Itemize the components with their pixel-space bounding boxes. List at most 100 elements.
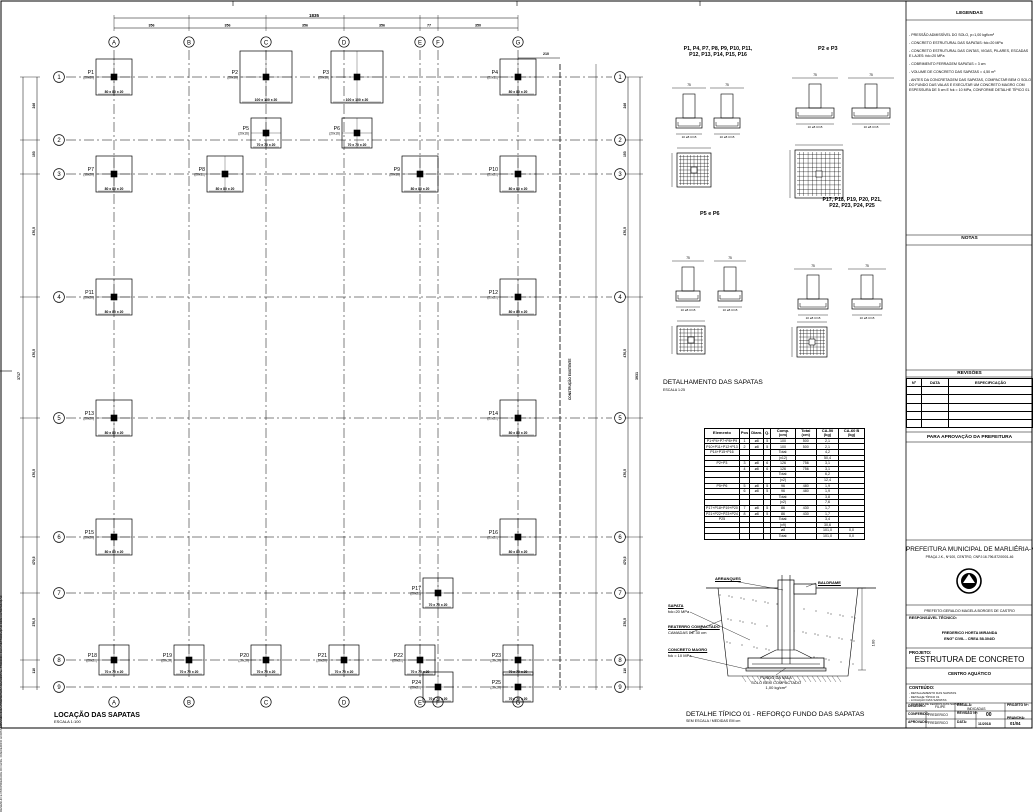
section-depth-dim: 100 bbox=[870, 639, 876, 647]
table-cell: 100 bbox=[770, 443, 796, 450]
table-cell bbox=[763, 499, 772, 506]
detail-group3-title: P5 e P6 bbox=[700, 211, 720, 217]
footing-p1: P1(20x60)80 x 80 x 20 bbox=[83, 58, 133, 96]
grid-bubble-top bbox=[512, 36, 524, 48]
backfill-dot bbox=[727, 618, 729, 620]
steel-header-cell: Diam. bbox=[749, 428, 765, 439]
soil-hatch bbox=[836, 675, 842, 683]
footing-dims: 70 x 70 x 20 bbox=[335, 670, 354, 674]
backfill-dot bbox=[752, 599, 754, 601]
table-cell: (x12) bbox=[770, 454, 796, 462]
grid-bubble-left bbox=[53, 587, 65, 599]
footing-p7: P7(16x20)80 x 80 x 20 bbox=[83, 155, 133, 193]
soil-hatch bbox=[746, 675, 752, 683]
footing-column-size: (20x20) bbox=[161, 659, 172, 663]
table-cell bbox=[738, 499, 751, 506]
table-cell: 50,4 bbox=[815, 454, 840, 462]
footing-p21: P21(20x20)70 x 70 x 20 bbox=[316, 644, 360, 676]
conferido-value: FREDERICO bbox=[928, 713, 948, 717]
pedestal bbox=[723, 266, 737, 292]
plan-title: LOCAÇÃO DAS SAPATAS bbox=[54, 712, 140, 719]
left-bay-dim: 153 bbox=[32, 151, 36, 157]
grid-label-left: 5 bbox=[57, 416, 61, 422]
grid-label-right: 8 bbox=[618, 658, 622, 664]
backfill-dot bbox=[741, 644, 743, 646]
approval-label: PARA APROVAÇÃO DA PREFEITURA bbox=[926, 435, 1013, 440]
label-fundo-vala: FUNDO DA VALA bbox=[760, 675, 792, 680]
grid-bubble-left bbox=[53, 134, 65, 146]
steel-header-cell: CA-60 B (kg) bbox=[838, 428, 865, 439]
grid-bubble-top bbox=[108, 36, 120, 48]
footing-column-size: (20x16) bbox=[238, 132, 249, 136]
grid-label-bottom: B bbox=[187, 701, 191, 707]
table-cell bbox=[763, 454, 772, 462]
right-bay-dim: 470,5 bbox=[623, 349, 627, 358]
backfill-dot bbox=[739, 620, 741, 622]
soil-hatch bbox=[776, 675, 782, 683]
footing-name: P18 bbox=[88, 653, 97, 659]
bay-dim: 356 bbox=[379, 24, 385, 28]
typical-section bbox=[689, 575, 876, 683]
legend-title: LEGENDAS bbox=[956, 11, 983, 16]
left-total-dim: 3717 bbox=[17, 372, 21, 380]
footing-column-size: (20x20) bbox=[487, 296, 498, 300]
footing-column-size: (20x20) bbox=[490, 659, 501, 663]
footing-column-size: (20x20) bbox=[392, 659, 403, 663]
footing-p3: P3(20x16)100 x 100 x 20 bbox=[318, 50, 384, 104]
legend-item: - ANTES DA CONCRETAGEM DAS SAPATAS, COMP… bbox=[909, 78, 1032, 92]
footing-name: P21 bbox=[318, 653, 327, 659]
soil-hatch bbox=[806, 675, 812, 683]
revisao-value: 00 bbox=[986, 712, 992, 718]
building-name: CENTRO AQUÁTICO bbox=[947, 671, 991, 676]
grid-bubble-left bbox=[53, 71, 65, 83]
plan-column bbox=[808, 338, 816, 346]
table-row: (x12) 50,4 bbox=[704, 454, 865, 462]
details-section-scale: ESCALA 1:25 bbox=[663, 388, 685, 392]
footing-column-size: (20x60) bbox=[83, 76, 94, 80]
footing-p10: P10(20x20)80 x 80 x 20 bbox=[487, 155, 537, 193]
backfill-dot bbox=[751, 622, 753, 624]
footing-p9: P9(20x16)80 x 80 x 20 bbox=[389, 155, 439, 193]
desenho-label: DESENHO: bbox=[908, 704, 926, 708]
margin-note: DESENHO E PROPRIEDADE DO ENG. FREDERICO … bbox=[0, 595, 3, 812]
footing-dims: 100 x 100 x 20 bbox=[346, 98, 369, 102]
steel-header-cell: CA-50 (kg) bbox=[815, 428, 840, 439]
label-solo-pressure: 1,00 kg/cm² bbox=[765, 685, 787, 690]
detail-dim: 75 bbox=[728, 256, 732, 260]
table-cell: 96 bbox=[770, 488, 796, 495]
footing-dims: 80 x 80 x 20 bbox=[216, 187, 235, 191]
escala-value: INDICADAS bbox=[967, 707, 986, 711]
table-cell: 6 bbox=[763, 460, 772, 467]
desenho-value: FILIPE bbox=[935, 705, 946, 709]
content-list: - DETALHAMENTO DAS SAPATAS- DETALHE TÍPI… bbox=[909, 691, 1029, 706]
footing-dims: 70 x 70 x 20 bbox=[411, 670, 430, 674]
steel-header-cell: Elemento bbox=[704, 428, 740, 439]
grid-label-left: 8 bbox=[57, 658, 61, 664]
data-value: 11/2018 bbox=[978, 722, 991, 726]
soil-hatch bbox=[811, 675, 817, 683]
grid-label-left: 7 bbox=[57, 591, 61, 597]
grid-label-top: D bbox=[342, 41, 347, 47]
soil-hatch bbox=[821, 675, 827, 683]
footing-column-size: (20x20) bbox=[83, 296, 94, 300]
footing-dims: 70 x 70 x 20 bbox=[429, 603, 448, 607]
footing-p5: P5(20x16)70 x 70 x 20 bbox=[238, 117, 282, 149]
footing-column-size: (20x16) bbox=[487, 76, 498, 80]
grid-label-top: F bbox=[436, 41, 440, 47]
footing-name: P3 bbox=[323, 70, 329, 76]
table-row: (x9)30,6 bbox=[704, 521, 865, 529]
rebar bbox=[715, 122, 739, 127]
soil-hatch bbox=[761, 675, 767, 683]
table-cell: (x2) bbox=[770, 477, 796, 484]
footing-p23: P23(20x20)70 x 70 x 20 bbox=[490, 644, 534, 676]
footing-p17: P17(20x20)70 x 70 x 20 bbox=[410, 577, 454, 609]
plan-scale: ESCALA 1:100 bbox=[54, 719, 81, 724]
footing-name: P1 bbox=[88, 70, 94, 76]
table-cell: 100 bbox=[770, 437, 796, 445]
footing-name: P16 bbox=[489, 530, 498, 536]
